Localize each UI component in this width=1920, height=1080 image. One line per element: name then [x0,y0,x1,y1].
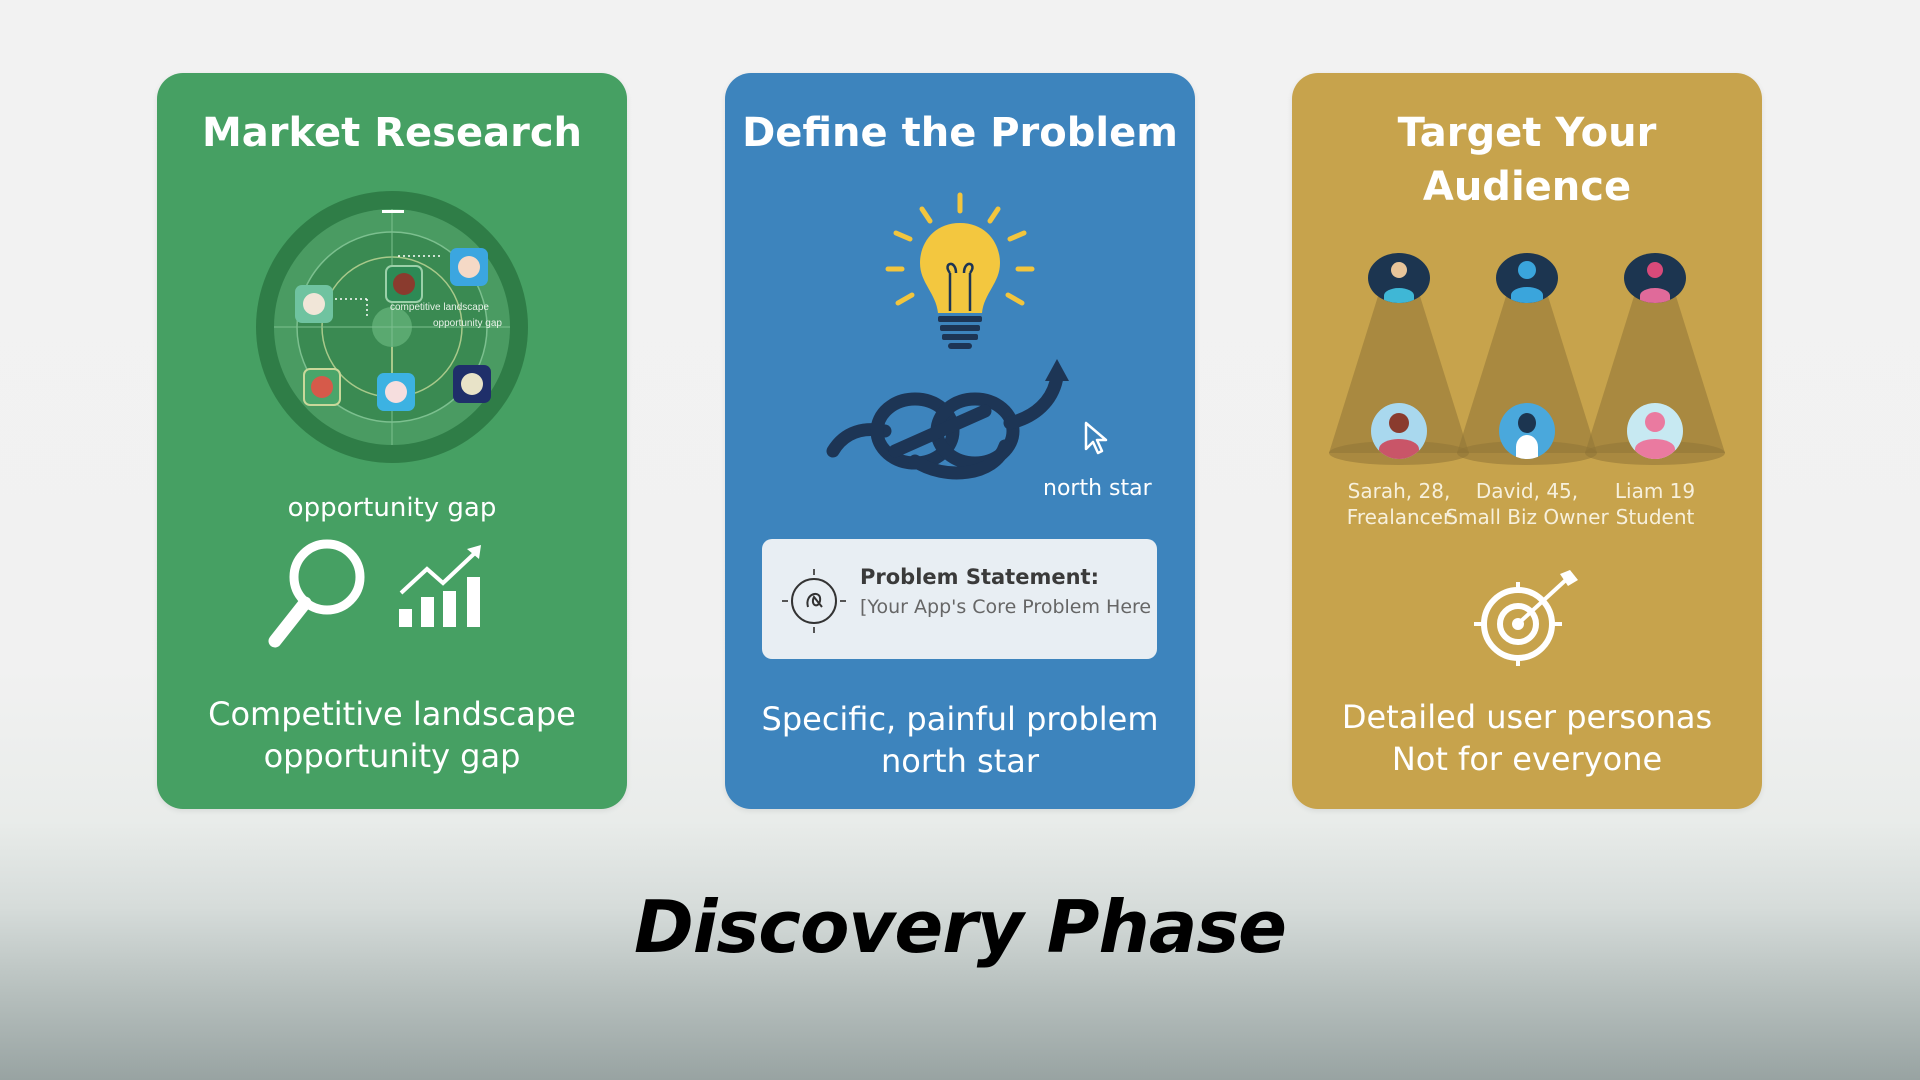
footer-line: Competitive landscape [208,695,576,733]
footer-line: Not for everyone [1391,740,1663,778]
persona-top-avatar [1624,253,1686,303]
radar-text: competitive landscape [390,302,489,313]
problem-statement-title: Problem Statement: [860,565,1099,589]
persona-name: David, 45, [1475,479,1579,503]
card-footer: Specific, painful problem north star [725,698,1195,782]
magnifying-glass-icon [268,539,365,648]
slide-title: Discovery Phase [633,885,1287,969]
persona-liam: Liam 19 Student [1580,253,1730,543]
persona-sarah: Sarah, 28, Frealancer [1324,253,1474,543]
competitor-app-icon [453,365,491,403]
footer-line: opportunity gap [263,737,521,775]
target-audience-card: Target Your Audience Sarah, 28, Frealanc… [1292,73,1762,809]
market-research-card: Market Research competitive landscape op… [157,73,627,809]
card-footer: Detailed user personas Not for everyone [1292,696,1762,780]
title-line: Audience [1422,164,1632,210]
cursor-icon [1084,421,1108,455]
competitor-app-icon [450,248,488,286]
footer-line: Detailed user personas [1341,698,1713,736]
persona-role: Frealancer [1346,505,1452,529]
persona-caption: Liam 19 Student [1560,478,1750,530]
persona-david: David, 45, Small Biz Owner [1445,253,1609,543]
persona-name: Sarah, 28, [1347,479,1451,503]
persona-name: Liam 19 [1614,479,1696,503]
compass-icon [782,569,846,633]
define-problem-card: Define the Problem [725,73,1195,809]
persona-role: Small Biz Owner [1445,505,1609,529]
card-title: Market Research [202,110,582,156]
competitor-app-icon [295,285,333,323]
card-title: Define the Problem [742,110,1178,156]
footer-line: Specific, painful problem [761,700,1159,738]
radar-text: opportunity gap [433,318,502,329]
competitor-radar: competitive landscape opportunity gap [255,190,529,464]
card-title: Target Your Audience [1292,106,1762,214]
competitor-app-icon [385,265,423,303]
title-line: Target Your [1397,110,1657,156]
persona-caption: Sarah, 28, Frealancer [1304,478,1494,530]
opportunity-gap-label: opportunity gap [287,493,497,523]
problem-statement-value: [Your App's Core Problem Here [860,596,1152,618]
growth-chart-icon [399,545,481,627]
north-star-label: north star [1043,476,1152,501]
competitor-app-icon [303,368,341,406]
persona-avatar [1499,403,1555,459]
tangled-knot-icon [826,359,1069,480]
competitor-app-icon [377,373,415,411]
persona-top-avatar [1368,253,1430,303]
persona-top-avatar [1496,253,1558,303]
persona-role: Student [1615,505,1695,529]
target-arrow-icon [1474,570,1578,666]
persona-caption: David, 45, Small Biz Owner [1432,478,1622,530]
footer-line: north star [881,742,1039,780]
card-footer: Competitive landscape opportunity gap [157,693,627,777]
problem-statement-box: Problem Statement: [Your App's Core Prob… [762,539,1157,659]
lightbulb-icon [885,192,1035,349]
persona-avatar [1371,403,1427,459]
persona-avatar [1627,403,1683,459]
